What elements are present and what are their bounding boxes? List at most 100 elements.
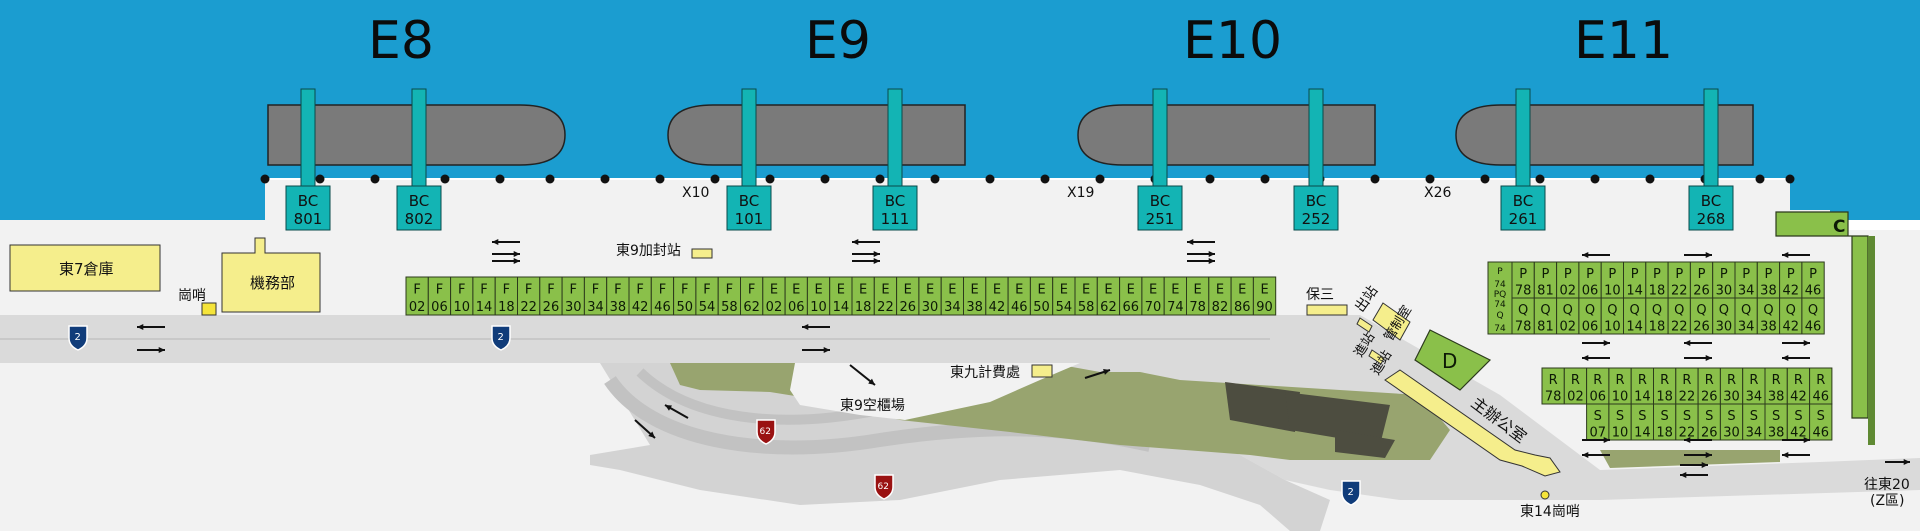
- slot-letter: F: [547, 283, 554, 298]
- slot-number: 02: [766, 300, 783, 315]
- slot-letter: Q: [1808, 303, 1818, 318]
- yard-slot-q: Q10: [1600, 297, 1624, 335]
- yard-slot-e: E10: [806, 276, 831, 316]
- yard-slot-f: F62: [740, 276, 764, 316]
- traffic-arrow: [492, 238, 520, 246]
- yard-slot-e: E66: [1119, 276, 1143, 316]
- zone-c-wall: [1868, 236, 1875, 445]
- yard-slot-p: P81: [1533, 261, 1558, 299]
- yard-slot-q: Q38: [1756, 297, 1781, 335]
- yard-slot-s: S26: [1697, 403, 1721, 441]
- slot-letter: E: [1104, 283, 1112, 298]
- route-62-shield-2: 62: [874, 474, 894, 500]
- sentry-e14-label: 東14崗哨: [1520, 504, 1580, 520]
- slot-letter: F: [480, 283, 487, 298]
- crane-label-line2: 801: [294, 210, 323, 228]
- crane-label-line1: BC: [739, 192, 760, 210]
- zone-z-label: (Z區): [1870, 493, 1905, 509]
- slot-number: 22: [877, 300, 894, 315]
- slot-letter: P: [1542, 267, 1550, 282]
- traffic-arrow: [1684, 251, 1712, 259]
- yard-slot-r: R02: [1563, 367, 1588, 405]
- berth-label-e8: E8: [368, 11, 434, 71]
- slot-number: 78: [1515, 283, 1532, 298]
- slot-letter: E: [859, 283, 867, 298]
- slot-letter: E: [1082, 283, 1090, 298]
- yard-slot-f: F30: [561, 276, 585, 316]
- slot-letter: S: [1661, 409, 1669, 424]
- yard-slot-q: Q78: [1511, 297, 1535, 335]
- slot-letter: E: [971, 283, 979, 298]
- yard-slot-r: R14: [1630, 367, 1654, 405]
- bollard: [1480, 174, 1490, 184]
- yard-slot-r: R34: [1742, 367, 1766, 405]
- slot-number: 42: [1790, 389, 1807, 404]
- yard-slot-r: R18: [1653, 367, 1677, 405]
- slot-letter: F: [458, 283, 465, 298]
- crane-label-line1: BC: [1306, 192, 1327, 210]
- weigh-office-box: [1031, 364, 1053, 378]
- yard-slot-p: P02: [1556, 261, 1580, 299]
- yard-slot-q: Q46: [1801, 297, 1825, 335]
- yard-slot-f: F14: [472, 276, 496, 316]
- to-e20-label: 往東20: [1864, 477, 1910, 493]
- bollard: [985, 174, 995, 184]
- slot-number: 18: [1649, 283, 1666, 298]
- slot-number: 02: [1559, 283, 1576, 298]
- control-room-box: [1372, 302, 1411, 341]
- yard-slot-e: E74: [1163, 276, 1187, 316]
- slot-number: 30: [1723, 425, 1740, 440]
- slot-number: 70: [1145, 300, 1162, 315]
- empty-yard-area: [790, 363, 1080, 420]
- yard-slot-r: R10: [1608, 367, 1632, 405]
- slot-letter: S: [1727, 409, 1735, 424]
- yard-slot-r: R30: [1719, 367, 1744, 405]
- yard-slot-q: Q06: [1578, 297, 1602, 335]
- slot-letter: E: [993, 283, 1001, 298]
- zone-c-label: C: [1833, 217, 1845, 237]
- slot-letter: F: [436, 283, 443, 298]
- traffic-arrow: [1187, 238, 1215, 246]
- slot-number: 18: [1656, 389, 1673, 404]
- yard-slot-q: Q14: [1623, 297, 1647, 335]
- slot-pq-label: 74: [1494, 300, 1506, 310]
- slot-letter: R: [1616, 373, 1625, 388]
- slot-number: 06: [1589, 389, 1606, 404]
- slot-number: 54: [1056, 300, 1073, 315]
- slot-letter: E: [1037, 283, 1045, 298]
- slot-number: 14: [1626, 319, 1643, 334]
- yard-slot-f: F50: [673, 276, 697, 316]
- slot-number: 66: [1122, 300, 1139, 315]
- slot-letter: R: [1593, 373, 1602, 388]
- bollard: [545, 174, 555, 184]
- slot-letter: E: [948, 283, 956, 298]
- slot-number: 46: [1805, 283, 1822, 298]
- traffic-arrow: [1582, 451, 1610, 459]
- bollard: [1590, 174, 1600, 184]
- crane-label-line1: BC: [298, 192, 319, 210]
- yard-slot-s: S42: [1786, 403, 1811, 441]
- slot-letter: P: [1586, 267, 1594, 282]
- slot-number: 14: [1626, 283, 1643, 298]
- yard-slot-r: R26: [1697, 367, 1721, 405]
- traffic-arrow: [1582, 251, 1610, 259]
- baosan-label: 保三: [1306, 287, 1334, 303]
- svg-text:2: 2: [498, 332, 504, 343]
- traffic-arrow: [1684, 436, 1712, 444]
- crane-label-line2: 251: [1146, 210, 1175, 228]
- slot-letter: S: [1638, 409, 1646, 424]
- slot-letter: F: [413, 283, 420, 298]
- slot-letter: P: [1765, 267, 1773, 282]
- yard-slot-e: E26: [896, 276, 920, 316]
- dark-buildings: [1225, 382, 1395, 458]
- slot-letter: Q: [1696, 303, 1706, 318]
- slot-number: 86: [1234, 300, 1251, 315]
- slot-number: 06: [1582, 319, 1599, 334]
- slot-letter: P: [1809, 267, 1817, 282]
- svg-text:62: 62: [878, 482, 889, 492]
- slot-letter: F: [703, 283, 710, 298]
- yard-slot-p: P06: [1578, 261, 1602, 299]
- traffic-arrow: [1782, 451, 1810, 459]
